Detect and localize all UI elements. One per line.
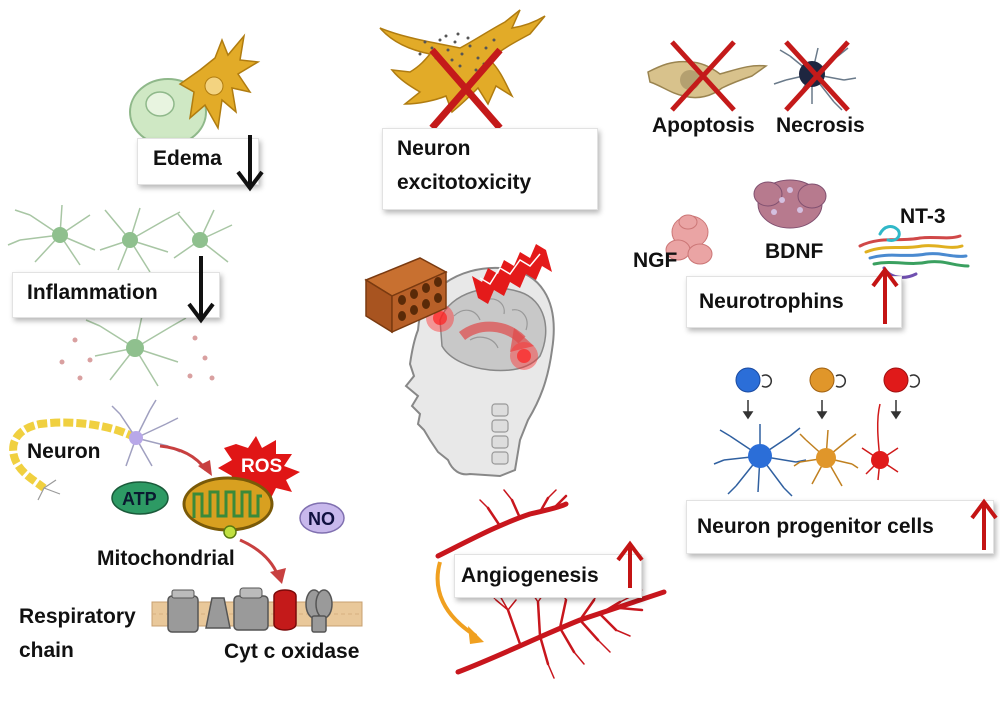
bdnf-label: BDNF (765, 240, 824, 263)
ngf-label: NGF (633, 249, 678, 272)
neurotrophins-label-box (686, 276, 902, 328)
nt3-label: NT-3 (900, 205, 946, 228)
ros-label: ROS (241, 456, 283, 477)
atp-label: ATP (122, 489, 157, 509)
excitotoxicity-label-line1: Neuron (397, 137, 471, 160)
inflammation-label-box (12, 272, 220, 318)
respiratory-label-line1: Respiratory (19, 605, 136, 628)
inflammation-label: Inflammation (27, 281, 158, 304)
neurotrophins-label: Neurotrophins (699, 290, 844, 313)
angiogenesis-label-box (454, 554, 642, 598)
no-label: NO (308, 509, 335, 529)
respiratory-label-line2: chain (19, 639, 74, 662)
edema-label: Edema (153, 147, 222, 170)
necrosis-label: Necrosis (776, 114, 865, 137)
apoptosis-label: Apoptosis (652, 114, 755, 137)
neuron-label: Neuron (27, 440, 101, 463)
mitochondrial-label: Mitochondrial (97, 547, 235, 570)
edema-label-box (137, 138, 259, 185)
progenitor-label: Neuron progenitor cells (697, 515, 934, 538)
cyt-c-oxidase-label: Cyt c oxidase (224, 640, 360, 663)
progenitor-label-box (686, 500, 994, 554)
excitotoxicity-label-box (382, 128, 598, 210)
excitotoxicity-label-line2: excitotoxicity (397, 171, 532, 194)
angiogenesis-label: Angiogenesis (461, 564, 599, 587)
